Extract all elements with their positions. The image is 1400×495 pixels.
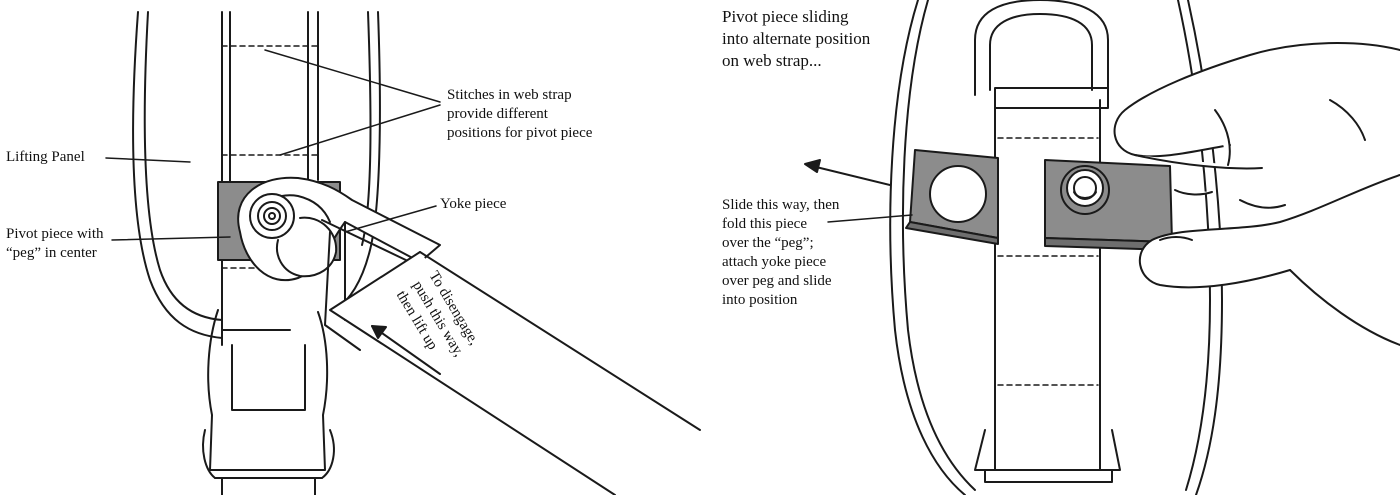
pivot-piece-right [905, 149, 1173, 251]
yoke-strap-left [329, 251, 701, 495]
peg-right [1060, 165, 1110, 215]
hand-right [1113, 42, 1400, 346]
leader-lines-right [827, 214, 913, 223]
slide-instruction-label: Slide this way, then fold this piece ove… [722, 197, 840, 308]
yoke-piece-label: Yoke piece [440, 196, 507, 212]
d-ring-right [974, 0, 1109, 96]
web-strap-right [994, 87, 1109, 471]
web-strap-left [221, 11, 319, 346]
lifting-panel-label: Lifting Panel [6, 149, 85, 165]
buckle-left [202, 309, 335, 495]
lifting-panel-left [132, 11, 381, 339]
leader-lines-left [105, 49, 441, 241]
push-arrow [371, 325, 441, 375]
pivot-piece-label: Pivot piece with “peg” in center [6, 226, 104, 261]
sliding-label: Pivot piece sliding into alternate posit… [722, 7, 871, 70]
stitches-label: Stitches in web strap provide different … [447, 87, 593, 141]
buckle-right [974, 429, 1121, 483]
slide-arrow [804, 159, 891, 186]
peg-left [249, 193, 295, 239]
